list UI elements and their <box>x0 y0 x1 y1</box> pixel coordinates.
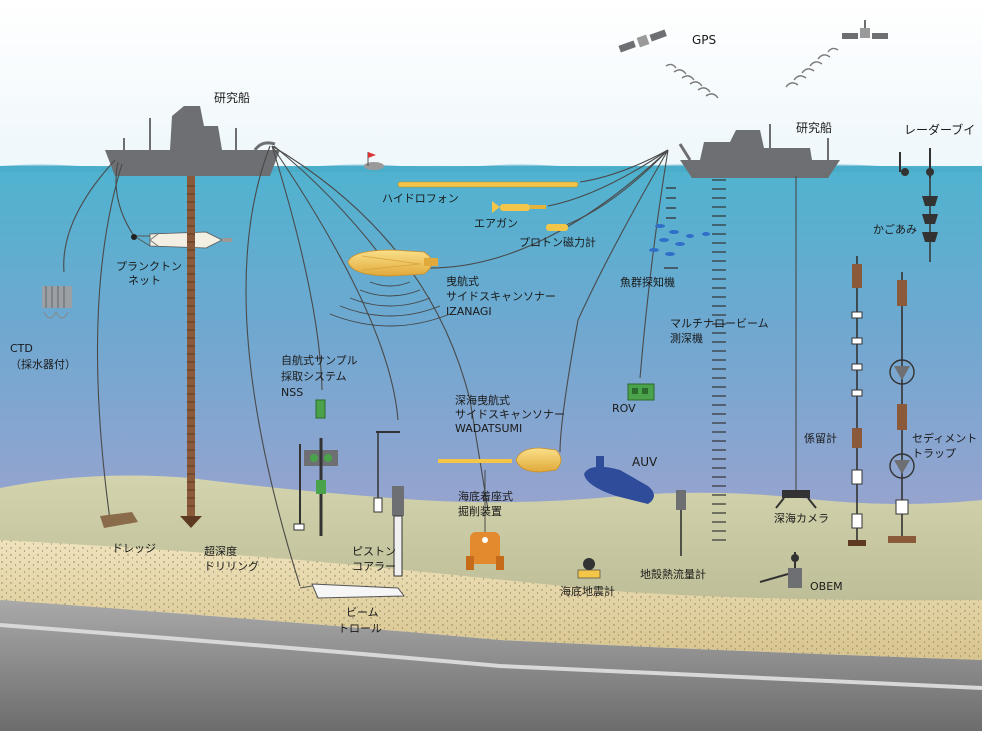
heat-flow-meter <box>676 490 686 556</box>
beam-trawl-label-2: トロール <box>338 622 382 635</box>
gps-signal-waves <box>665 47 839 99</box>
ctd-rosette <box>42 286 72 319</box>
research-ship-left <box>105 106 280 176</box>
fish-school <box>649 224 710 256</box>
izanagi-label-3: IZANAGI <box>446 305 492 318</box>
radar-buoy-label: レーダーブイ <box>904 122 975 137</box>
wadatsumi-towfish <box>438 447 562 473</box>
ship-left-label: 研究船 <box>214 90 250 105</box>
sediment-trap-line <box>888 272 916 543</box>
hydrophone-label: ハイドロフォン <box>382 192 459 205</box>
nss-label-1: 自航式サンプル <box>281 353 358 367</box>
piston-label-2: コアラー <box>352 560 396 573</box>
piston-label-1: ピストン <box>352 545 396 558</box>
wadatsumi-label-3: WADATSUMI <box>455 422 522 435</box>
marker-float <box>364 152 384 170</box>
ctd-label-2: （採水器付） <box>10 357 76 371</box>
gps-label: GPS <box>692 33 716 47</box>
radar-buoy <box>899 148 934 178</box>
seabed-drill-label-1: 海底着座式 <box>458 489 513 503</box>
kagoami-label: かごあみ <box>873 222 917 236</box>
heatflow-label: 地殻熱流量計 <box>640 567 706 581</box>
deep-sea-camera <box>775 490 817 509</box>
seabed-drill-label-2: 掘削装置 <box>458 504 502 518</box>
beam-trawl <box>299 583 405 599</box>
auv <box>584 456 654 504</box>
multibeam-pulses <box>712 179 726 541</box>
plankton-label-2: ネット <box>128 274 161 287</box>
seismometer-label: 海底地震計 <box>560 584 615 598</box>
research-ship-right <box>678 124 840 178</box>
izanagi-label-2: サイドスキャンソナー <box>446 290 556 303</box>
obem-label: OBEM <box>810 580 843 593</box>
ship-right-label: 研究船 <box>796 120 832 135</box>
airgun <box>492 201 546 213</box>
airgun-label: エアガン <box>474 217 518 230</box>
cables-right-ship <box>425 149 797 490</box>
beam-trawl-label-1: ビーム <box>346 606 379 619</box>
izanagi-towfish <box>347 249 438 277</box>
dredge-label: ドレッジ <box>112 542 156 555</box>
ultra-deep-drill-pipe <box>180 176 202 528</box>
seabed-drill-rig <box>466 470 504 570</box>
fish-finder-pulses <box>664 187 678 269</box>
ultra-deep-label-2: ドリリング <box>204 559 259 573</box>
sediment-texture <box>0 540 982 660</box>
rov-label: ROV <box>612 402 636 415</box>
ctd-label-1: CTD <box>10 342 33 355</box>
rov <box>627 383 655 401</box>
bedrock-highlight <box>0 623 982 690</box>
deep-camera-label: 深海カメラ <box>774 511 829 525</box>
gps-satellite-right <box>842 20 888 39</box>
dredge <box>100 512 138 528</box>
plankton-label-1: プランクトン <box>116 260 182 273</box>
nss-label-3: NSS <box>281 386 303 399</box>
ultra-deep-label-1: 超深度 <box>204 544 237 558</box>
wadatsumi-label-1: 深海曳航式 <box>455 393 510 407</box>
plankton-net <box>131 231 232 249</box>
wadatsumi-label-2: サイドスキャンソナー <box>455 408 565 421</box>
fish-finder-label: 魚群探知機 <box>620 275 675 289</box>
obem <box>759 552 802 588</box>
multibeam-label-2: 測深機 <box>670 331 703 345</box>
multibeam-label-1: マルチナロービーム <box>670 317 769 330</box>
nss-sampler <box>293 399 338 536</box>
sea <box>0 166 982 526</box>
sediment-trap-label-1: セディメント <box>912 431 977 445</box>
gps-satellite-left <box>618 29 667 53</box>
mooring-line <box>848 256 866 546</box>
sediment-trap-label-2: トラップ <box>912 447 956 460</box>
piston-corer <box>373 431 404 577</box>
proton-magnetometer <box>546 224 568 231</box>
izanagi-sonar-arcs <box>329 281 451 327</box>
izanagi-label-1: 曳航式 <box>446 274 479 288</box>
sky <box>0 0 982 172</box>
nss-label-2: 採取システム <box>281 369 347 383</box>
auv-label: AUV <box>632 455 658 469</box>
ocean-bottom-seismometer <box>577 558 601 579</box>
hydrophone-streamer <box>397 181 579 188</box>
kago-trap-line <box>922 178 938 262</box>
proton-label: プロトン磁力計 <box>519 235 596 249</box>
mooring-label: 係留計 <box>804 431 837 445</box>
